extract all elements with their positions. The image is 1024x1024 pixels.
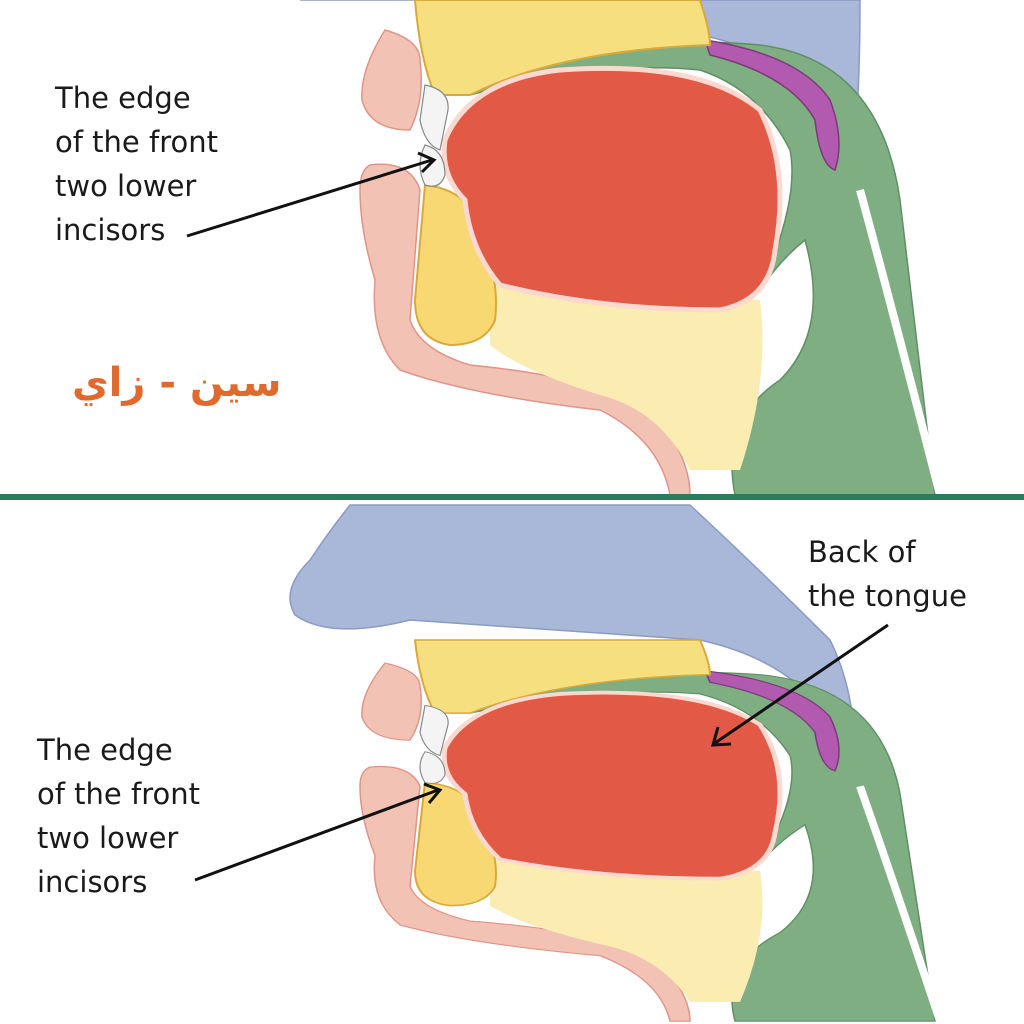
pointer-arrow-tongue-back [714, 623, 889, 745]
label-top-incisors: The edge of the front two lower incisors [55, 76, 218, 252]
pointer-arrow-bottom-incisors [194, 788, 439, 882]
label-line: two lower [55, 169, 197, 203]
label-line: of the front [55, 125, 218, 159]
pointer-arrow-top-incisors [186, 158, 433, 238]
label-line: of the front [37, 777, 200, 811]
label-line: two lower [37, 821, 179, 855]
label-line: the tongue [808, 579, 967, 613]
label-line: incisors [37, 865, 148, 899]
arrowhead-icon [417, 151, 437, 174]
panel-divider [0, 494, 1024, 500]
label-bottom-incisors: The edge of the front two lower incisors [37, 728, 200, 904]
arabic-letters-label: سين - زاي [72, 360, 282, 406]
label-line: Back of [808, 535, 916, 569]
arrowhead-icon [423, 782, 443, 804]
arrowhead-icon [710, 726, 732, 747]
label-back-of-tongue: Back of the tongue [808, 530, 967, 618]
label-line: The edge [37, 733, 173, 767]
head-cross-section-bottom [360, 640, 940, 1021]
label-line: The edge [55, 81, 191, 115]
head-cross-section-bottom-group [360, 640, 940, 1021]
label-line: incisors [55, 213, 166, 247]
